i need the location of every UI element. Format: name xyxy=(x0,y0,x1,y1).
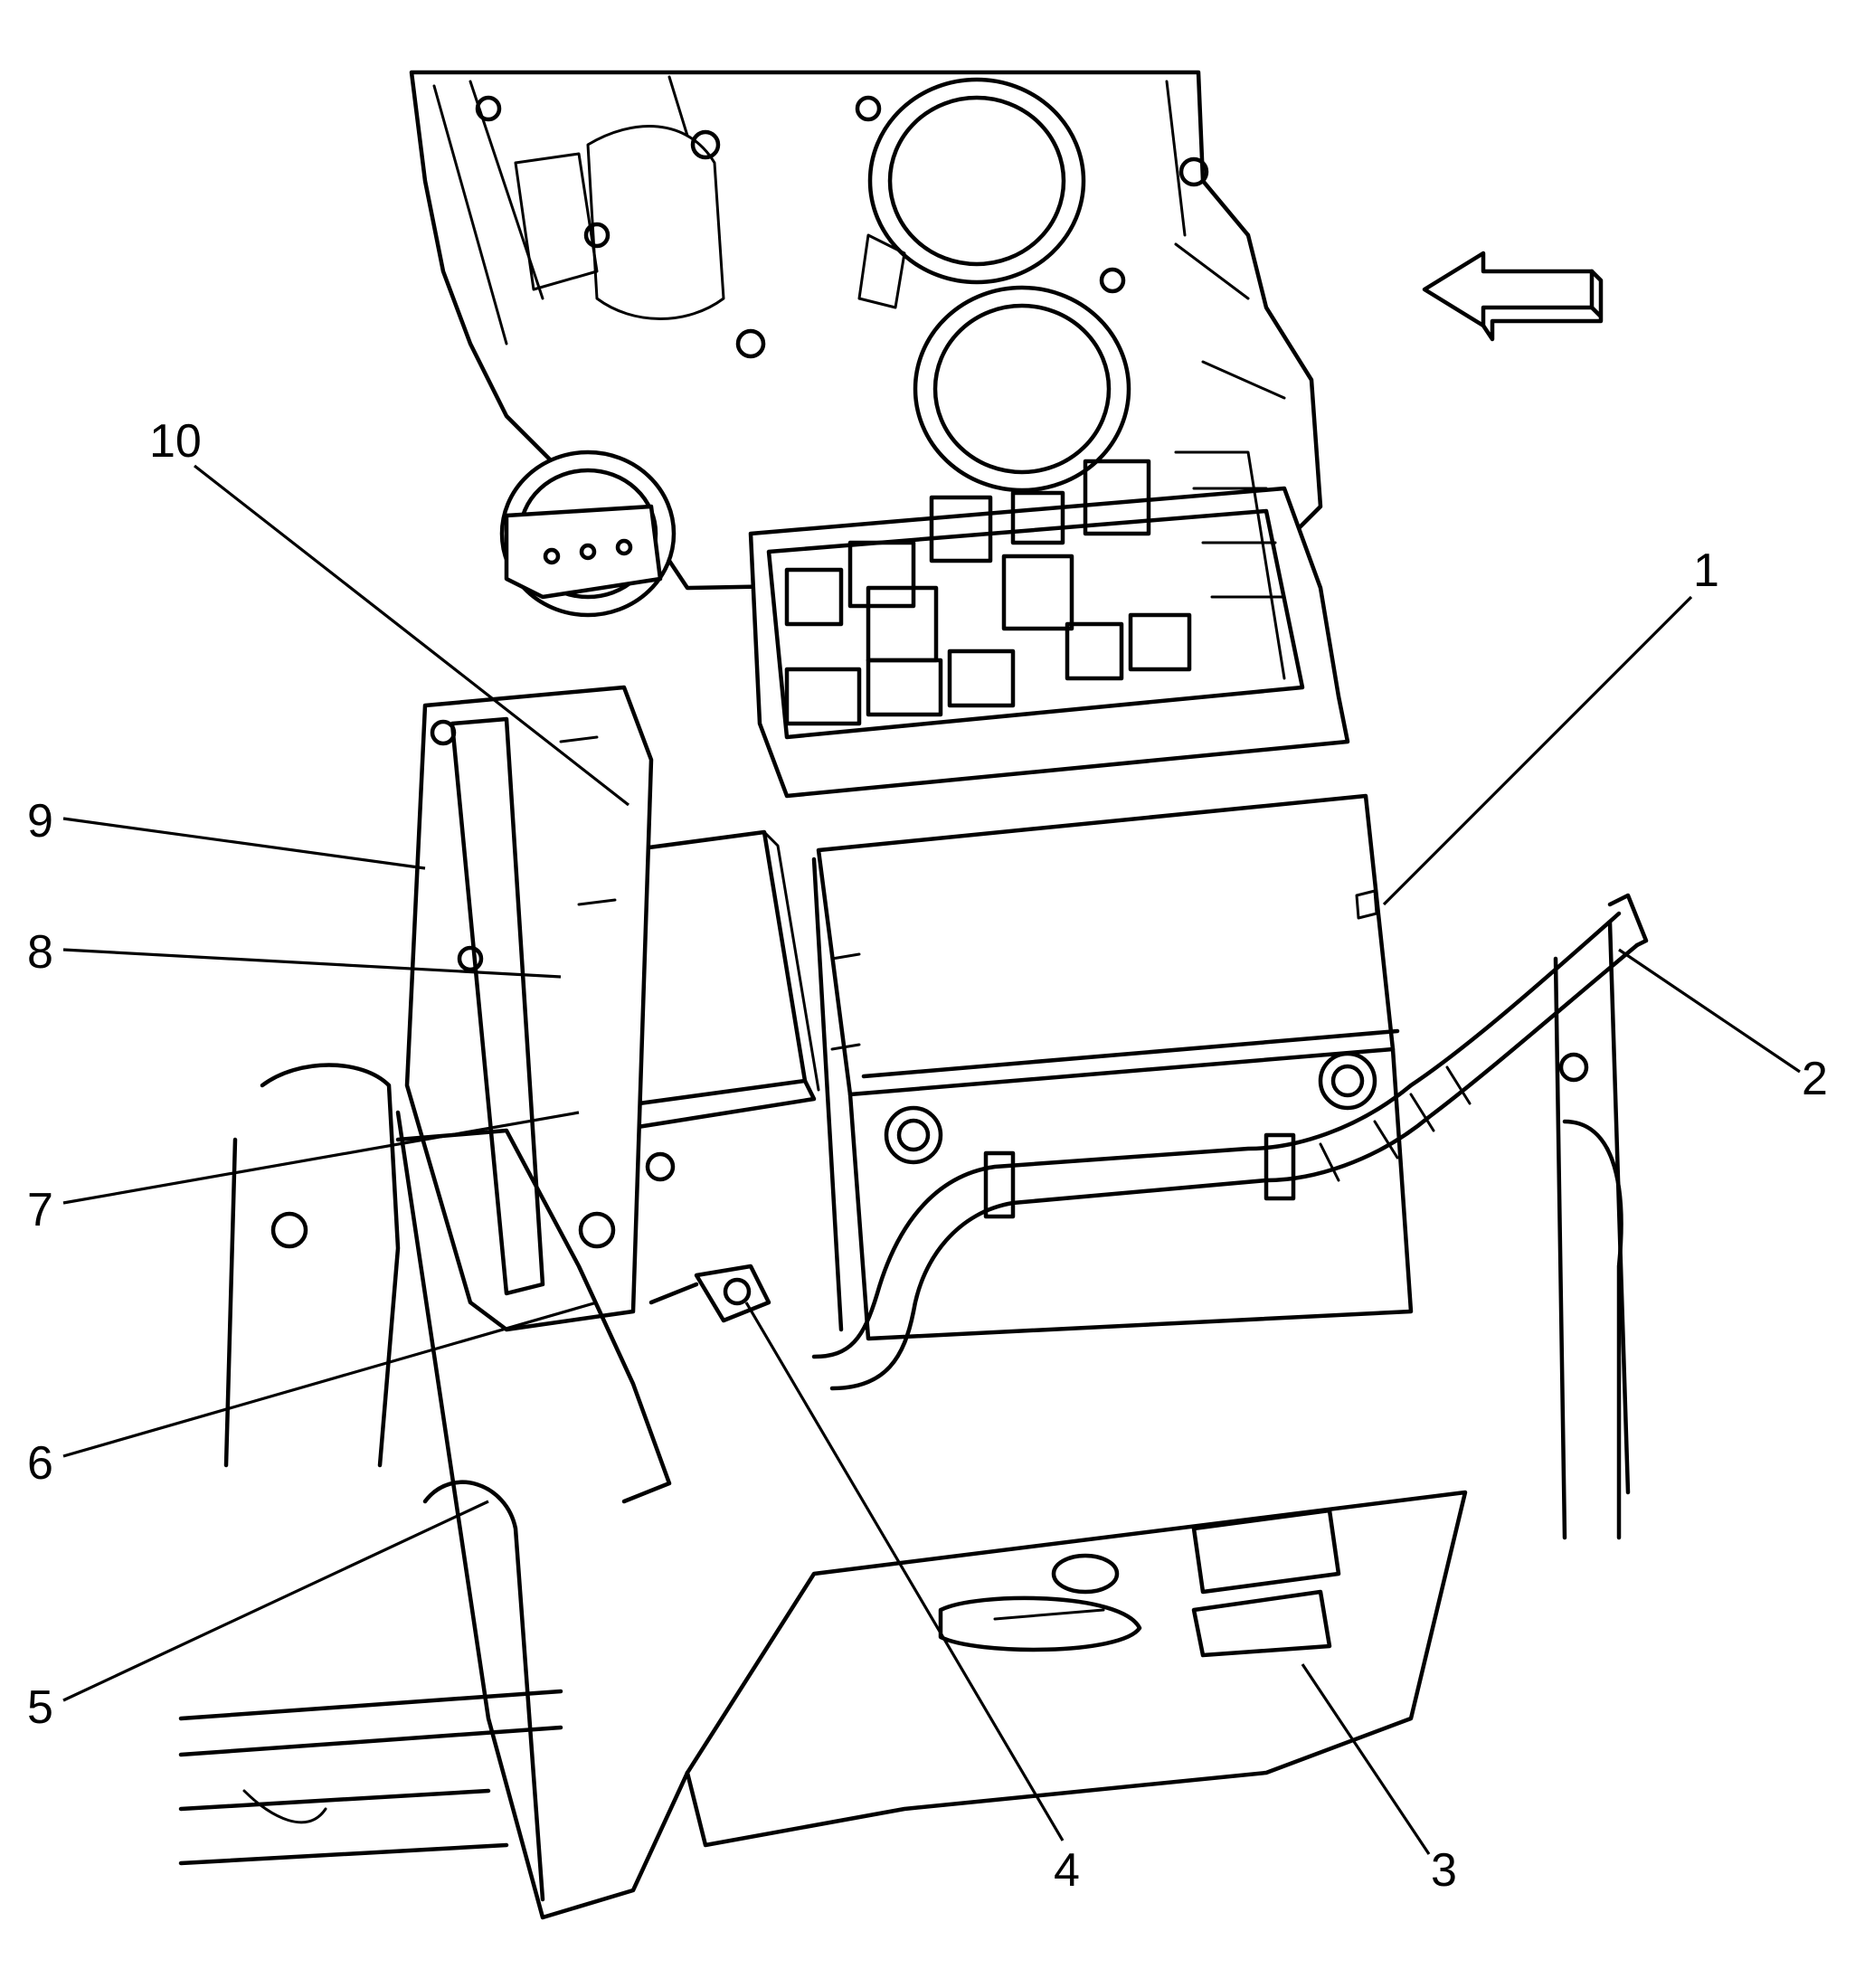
callout-5: 5 xyxy=(27,1681,53,1734)
leader-10 xyxy=(194,464,629,807)
ground-terminal xyxy=(648,1264,771,1323)
battery-tray xyxy=(685,1490,1468,1848)
leader-6 xyxy=(62,1301,598,1458)
callout-9: 9 xyxy=(27,795,53,847)
fuse-relay-block xyxy=(748,450,1350,799)
leader-3 xyxy=(1301,1663,1431,1855)
callout-6: 6 xyxy=(27,1437,53,1490)
leader-8 xyxy=(62,948,562,979)
leader-5 xyxy=(62,1500,489,1702)
callout-2: 2 xyxy=(1802,1053,1828,1105)
callout-3: 3 xyxy=(1431,1844,1457,1897)
left-arrow-icon xyxy=(1422,251,1604,342)
callout-4: 4 xyxy=(1054,1844,1080,1897)
leader-9 xyxy=(62,817,426,870)
leader-1 xyxy=(1382,595,1693,906)
leader-lines xyxy=(62,464,1801,1855)
module-bracket xyxy=(404,685,676,1332)
leader-4 xyxy=(744,1302,1065,1841)
leader-7 xyxy=(62,1111,580,1205)
callout-7: 7 xyxy=(27,1184,53,1236)
callout-labels: 1 2 3 4 5 6 7 8 9 10 xyxy=(27,415,1828,1897)
callout-10: 10 xyxy=(149,415,202,468)
leader-2 xyxy=(1618,948,1801,1074)
callout-8: 8 xyxy=(27,926,53,979)
pulley-assembly xyxy=(499,450,677,618)
callout-1: 1 xyxy=(1693,544,1719,597)
battery xyxy=(811,793,1414,1341)
battery-cable xyxy=(811,893,1649,1391)
